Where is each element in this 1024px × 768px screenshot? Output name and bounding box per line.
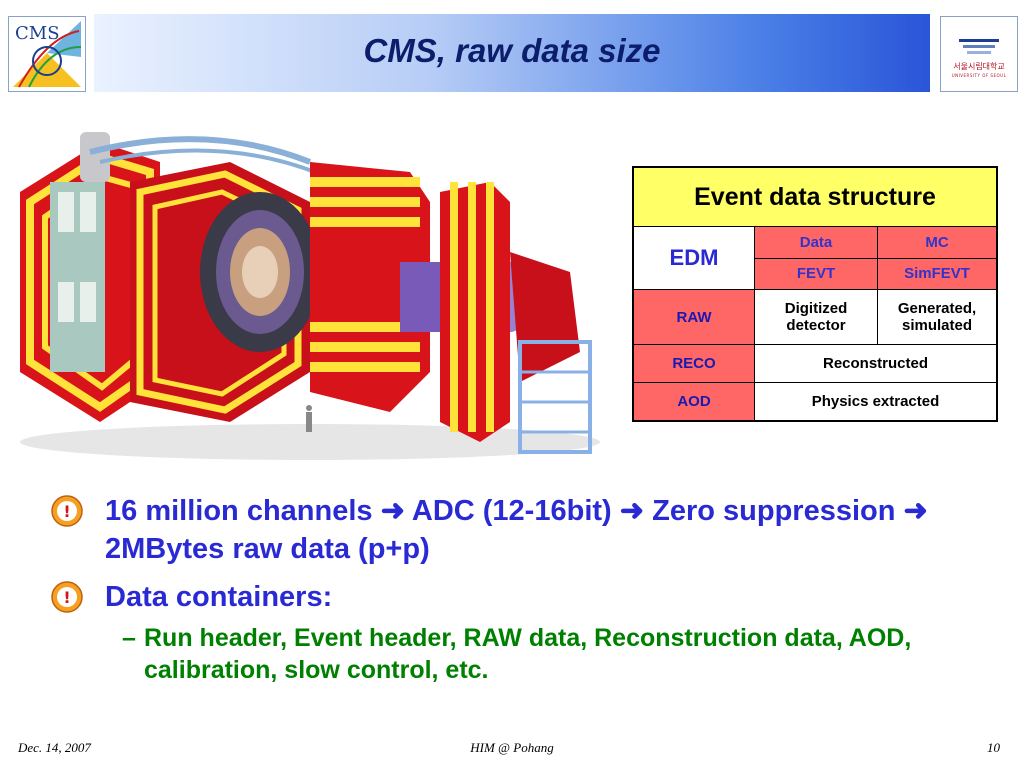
col-data-header: Data xyxy=(754,226,878,259)
exclamation-bullet-icon: ! xyxy=(51,495,83,527)
table-header: Event data structure xyxy=(632,166,998,227)
raw-mc-line1: Generated, xyxy=(897,300,977,317)
bullet-item: ! 16 million channels ➜ ADC (12-16bit) ➜… xyxy=(50,492,980,572)
cms-logo: CMS xyxy=(8,16,86,92)
title-bar: CMS, raw data size xyxy=(94,14,930,92)
aod-label: AOD xyxy=(632,382,755,421)
university-subname: UNIVERSITY OF SEOUL xyxy=(951,73,1007,78)
university-name: 서울시립대학교 xyxy=(953,62,1005,71)
arrow-icon: ➜ xyxy=(903,495,928,527)
bullet-text-part: Zero suppression xyxy=(644,495,904,527)
raw-data-line1: Digitized xyxy=(784,300,848,317)
cms-logo-text: CMS xyxy=(15,23,60,44)
slide-title: CMS, raw data size xyxy=(363,32,661,69)
logo-stripe xyxy=(963,45,995,48)
arrow-icon: ➜ xyxy=(619,495,645,527)
mc-format-cell: SimFEVT xyxy=(877,257,998,290)
exclamation-bullet-icon: ! xyxy=(51,581,83,613)
raw-mc-line2: simulated xyxy=(901,317,973,334)
raw-data-line2: detector xyxy=(786,317,846,334)
col-mc-header: MC xyxy=(877,226,998,259)
reco-value: Reconstructed xyxy=(754,344,998,383)
bullet-text-part: ADC (12-16bit) xyxy=(404,495,620,527)
bullet-text-part: 16 million channels xyxy=(105,495,381,527)
footer-page-number: 10 xyxy=(987,740,1000,755)
cms-detector-image xyxy=(20,132,600,460)
sub-bullet-text: Run header, Event header, RAW data, Reco… xyxy=(144,624,912,684)
bullet-text-part: 2MBytes raw data (p+p) xyxy=(105,533,430,565)
reco-label: RECO xyxy=(632,344,755,383)
arrow-icon: ➜ xyxy=(380,495,405,527)
data-format-cell: FEVT xyxy=(754,257,878,290)
raw-data-cell: Digitized detector xyxy=(754,289,878,345)
bullet-text: 16 million channels ➜ ADC (12-16bit) ➜ Z… xyxy=(105,492,965,568)
logo-stripe xyxy=(967,51,991,54)
bullet-item: ! Data containers: xyxy=(50,578,980,618)
sub-bullet-dash: – xyxy=(122,624,136,652)
bullet-text: Data containers: xyxy=(105,581,333,613)
logo-stripe xyxy=(959,39,999,42)
university-logo: 서울시립대학교 UNIVERSITY OF SEOUL xyxy=(940,16,1018,92)
svg-text:!: ! xyxy=(63,588,70,607)
edm-label: EDM xyxy=(632,226,755,290)
footer-date: Dec. 14, 2007 xyxy=(18,740,91,755)
aod-value: Physics extracted xyxy=(754,382,998,421)
cms-logo-graphic xyxy=(13,21,82,88)
event-data-structure-table: Event data structure EDM Data MC FEVT Si… xyxy=(632,166,998,422)
svg-text:!: ! xyxy=(63,502,70,521)
raw-mc-cell: Generated, simulated xyxy=(877,289,998,345)
footer-event: HIM @ Pohang xyxy=(470,740,554,755)
raw-label: RAW xyxy=(632,289,755,345)
